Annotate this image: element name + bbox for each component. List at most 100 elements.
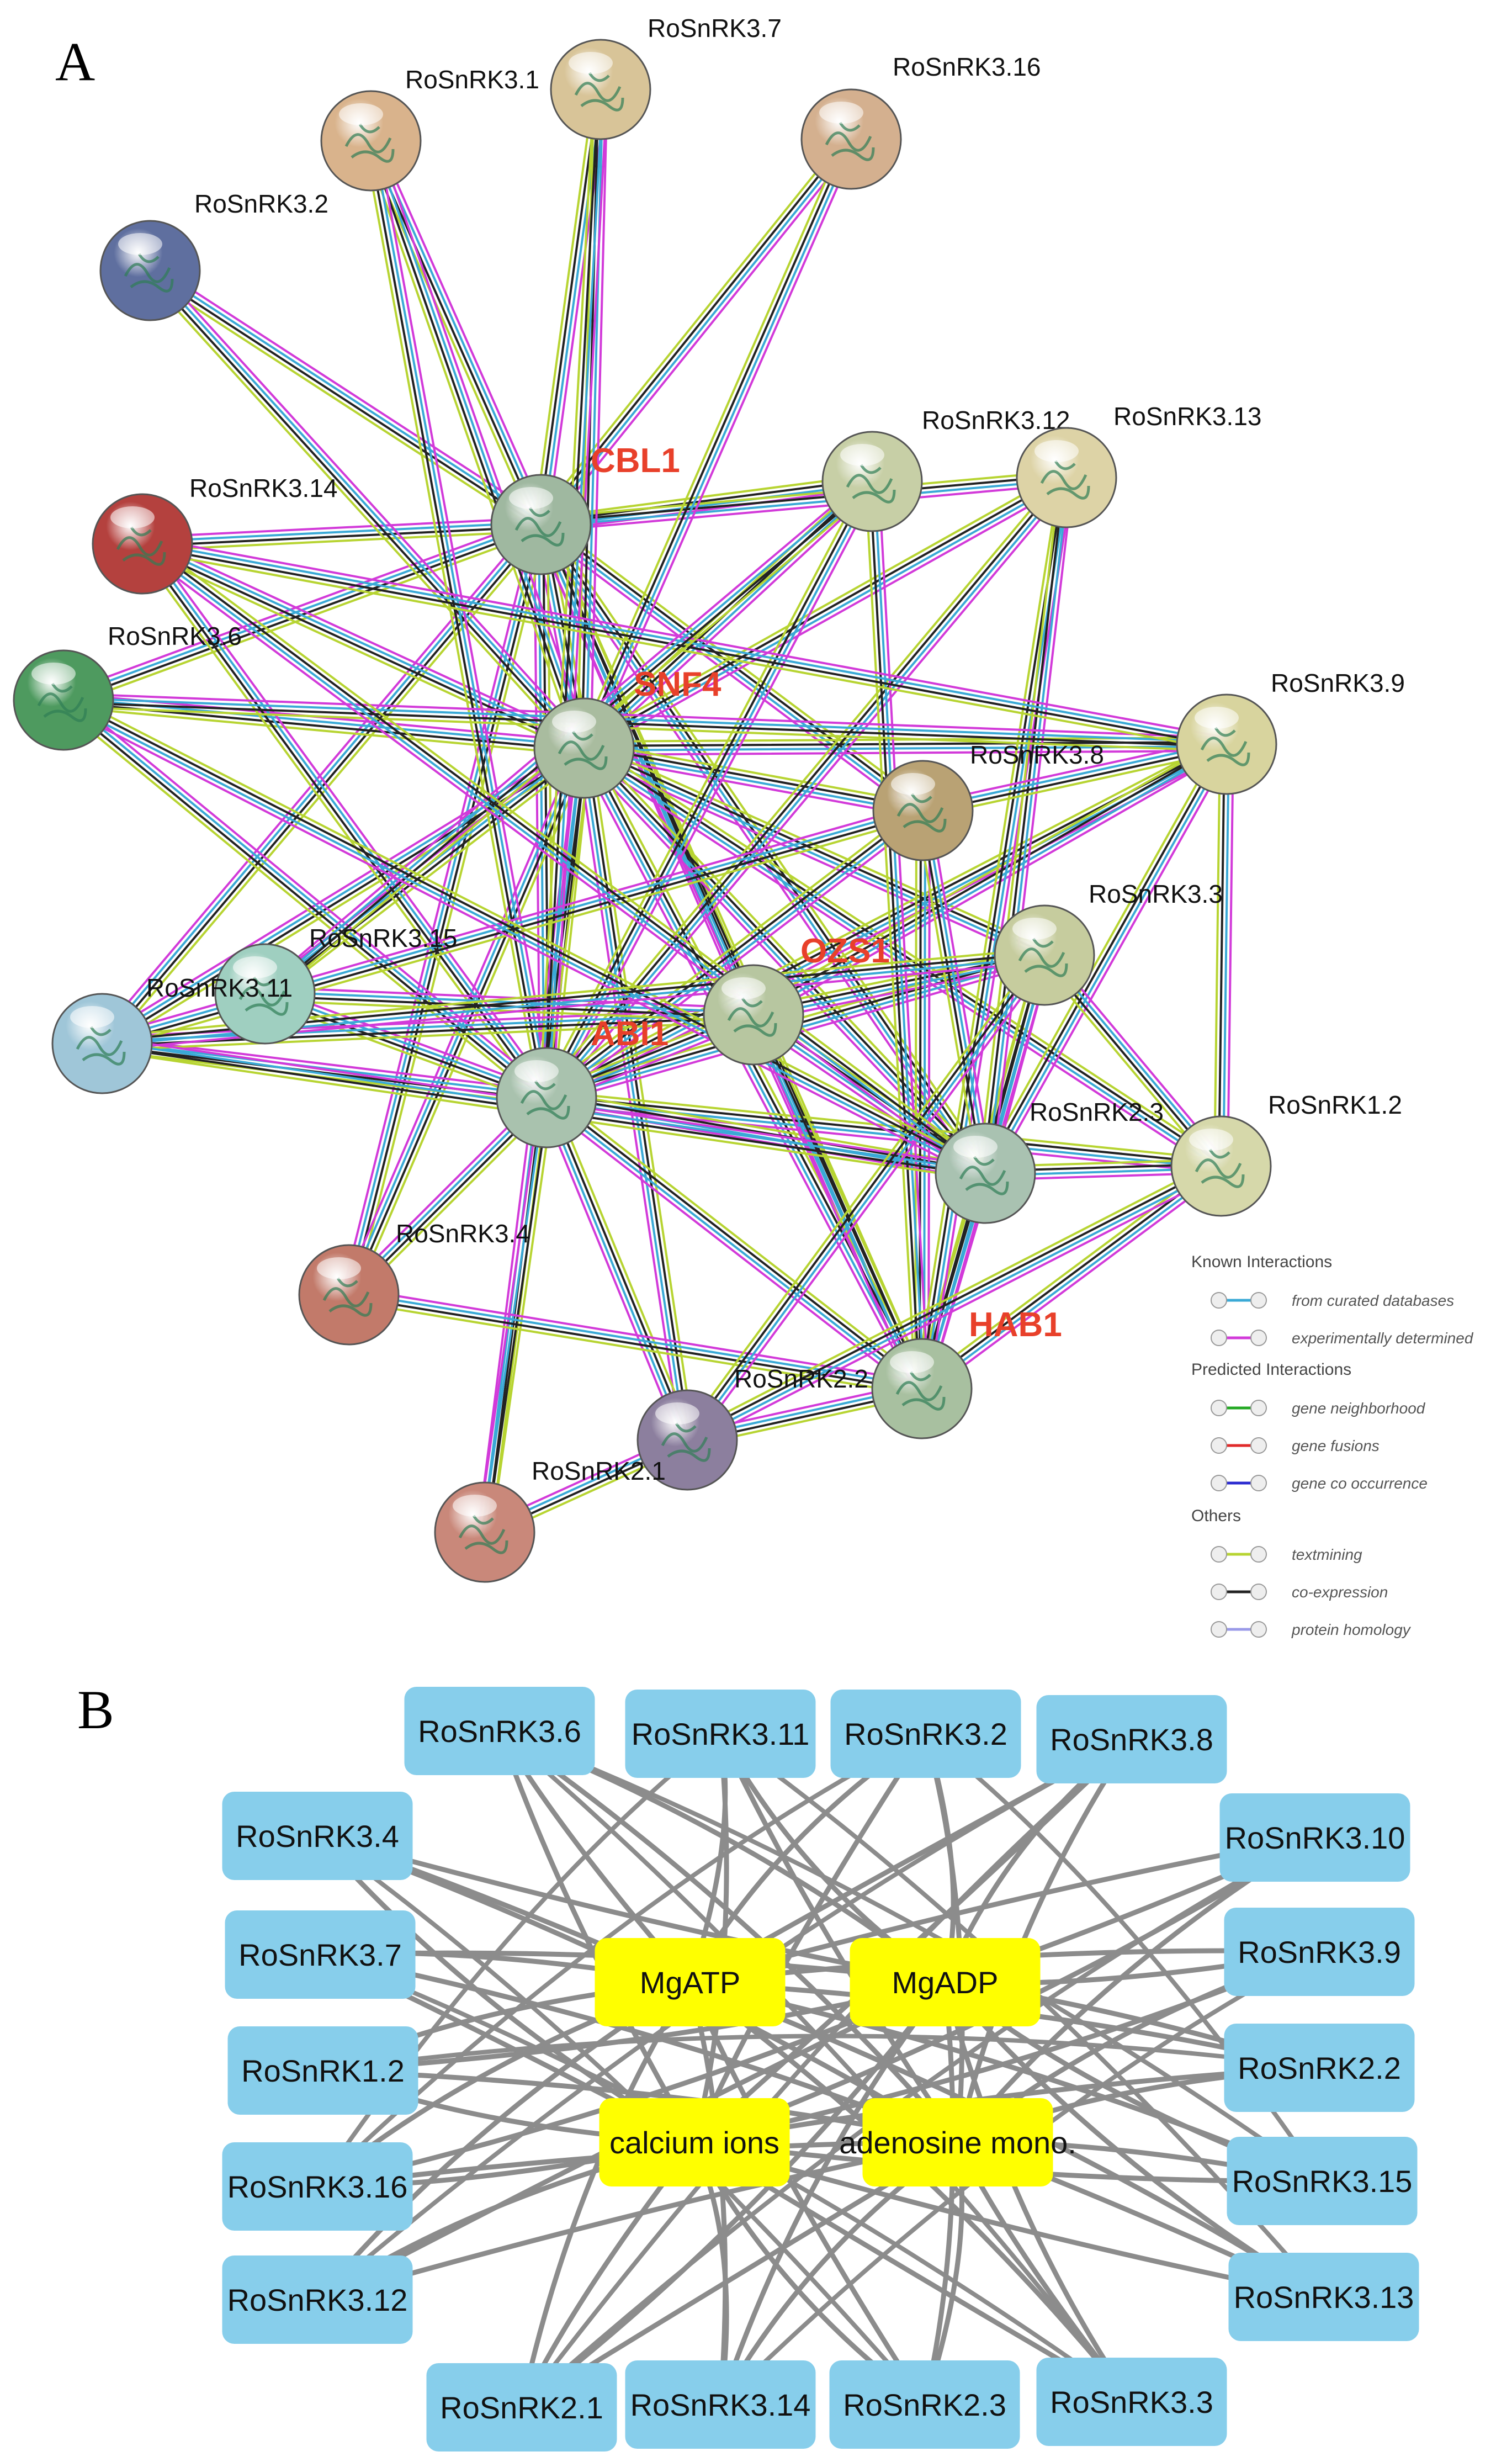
snrk-box-rosnrk3-8[interactable]: RoSnRK3.8 bbox=[1036, 1695, 1227, 1783]
snrk-box-rosnrk2-2[interactable]: RoSnRK2.2 bbox=[1224, 2024, 1415, 2112]
protein-label-rosnrk1-2: RoSnRK1.2 bbox=[1268, 1090, 1402, 1119]
edge-cbl1-rosnrk3-8 bbox=[535, 518, 929, 817]
snrk-box-rosnrk3-15[interactable]: RoSnRK3.15 bbox=[1227, 2137, 1418, 2225]
edge-strand bbox=[584, 481, 875, 751]
protein-structure-icon bbox=[558, 730, 608, 770]
edge-strand bbox=[547, 1094, 925, 1388]
node-label: RoSnRK3.12 bbox=[227, 2283, 408, 2317]
protein-node-rosnrk3-12[interactable]: RoSnRK3.12 bbox=[821, 406, 1070, 532]
protein-label-rosnrk3-1: RoSnRK3.1 bbox=[405, 65, 539, 94]
snrk-box-rosnrk3-12[interactable]: RoSnRK3.12 bbox=[222, 2255, 413, 2344]
edge-snf4-rosnrk3-2 bbox=[144, 264, 590, 754]
snrk-box-rosnrk3-7[interactable]: RoSnRK3.7 bbox=[225, 1910, 416, 1999]
legend-label: textmining bbox=[1292, 1546, 1362, 1563]
edge-strand bbox=[990, 477, 1074, 1176]
protein-structure-icon bbox=[1040, 460, 1090, 500]
protein-node-rosnrk3-7[interactable]: RoSnRK3.7 bbox=[550, 14, 782, 140]
bubble-highlight bbox=[509, 487, 553, 509]
edge-strand bbox=[376, 137, 592, 748]
legend-item-gene-neighborhood: gene neighborhood bbox=[1211, 1400, 1426, 1417]
protein-node-cbl1[interactable]: CBL1 bbox=[490, 442, 680, 575]
edge-strand bbox=[363, 141, 542, 1100]
edge-strand bbox=[101, 1020, 755, 1051]
protein-label-rosnrk3-9: RoSnRK3.9 bbox=[1271, 669, 1405, 697]
protein-node-rosnrk1-2[interactable]: RoSnRK1.2 bbox=[1170, 1090, 1402, 1217]
bubble-highlight bbox=[453, 1495, 497, 1517]
protein-structure-icon bbox=[661, 1422, 711, 1462]
edge-strand bbox=[684, 952, 1044, 1440]
edge-strand bbox=[61, 705, 585, 756]
edge-strand bbox=[141, 525, 543, 547]
protein-node-rosnrk3-2[interactable]: RoSnRK3.2 bbox=[99, 189, 328, 321]
protein-node-rosnrk3-6[interactable]: RoSnRK3.6 bbox=[13, 622, 242, 751]
edge-strand bbox=[544, 518, 929, 807]
protein-node-snf4[interactable]: SNF4 bbox=[533, 665, 721, 799]
snrk-box-rosnrk3-3[interactable]: RoSnRK3.3 bbox=[1036, 2358, 1227, 2446]
edge-strand bbox=[539, 88, 596, 1099]
compound-box-calcium-ions[interactable]: calcium ions bbox=[599, 2098, 790, 2186]
snrk-box-rosnrk3-10[interactable]: RoSnRK3.10 bbox=[1219, 1793, 1410, 1882]
node-box bbox=[1228, 2253, 1419, 2341]
protein-node-rosnrk3-1[interactable]: RoSnRK3.1 bbox=[320, 65, 539, 192]
compound-box-adenosine-mono[interactable]: adenosine mono. bbox=[839, 2098, 1076, 2186]
protein-node-rosnrk3-4[interactable]: RoSnRK3.4 bbox=[298, 1219, 530, 1346]
protein-structure-icon bbox=[344, 123, 395, 163]
protein-node-abi1[interactable]: ABI1 bbox=[496, 1015, 669, 1148]
protein-node-rosnrk3-9[interactable]: RoSnRK3.9 bbox=[1176, 669, 1405, 795]
legend-ball-icon bbox=[1250, 1546, 1267, 1563]
edge-strand bbox=[65, 530, 545, 708]
edge-strand bbox=[364, 142, 537, 528]
edge-strand bbox=[1222, 743, 1230, 1168]
edge-strand bbox=[582, 749, 1045, 959]
edge-strand bbox=[1213, 743, 1222, 1167]
protein-node-rosnrk3-3[interactable]: RoSnRK3.3 bbox=[994, 880, 1223, 1006]
compound-edge bbox=[942, 1981, 1134, 2403]
edge-strand bbox=[691, 958, 1051, 1446]
protein-structure-icon bbox=[124, 253, 174, 293]
node-label: RoSnRK3.11 bbox=[632, 1717, 810, 1751]
snrk-box-rosnrk1-2[interactable]: RoSnRK1.2 bbox=[227, 2026, 418, 2115]
snrk-box-rosnrk3-6[interactable]: RoSnRK3.6 bbox=[404, 1687, 595, 1775]
snrk-box-rosnrk3-16[interactable]: RoSnRK3.16 bbox=[222, 2142, 413, 2231]
edge-strand bbox=[538, 136, 851, 525]
edge-strand bbox=[145, 275, 539, 532]
protein-label-rosnrk3-14: RoSnRK3.14 bbox=[189, 474, 338, 502]
protein-node-rosnrk2-1[interactable]: RoSnRK2.1 bbox=[434, 1457, 666, 1583]
snrk-box-rosnrk3-13[interactable]: RoSnRK3.13 bbox=[1228, 2253, 1419, 2341]
edge-strand bbox=[150, 268, 587, 748]
edge-strand bbox=[683, 1159, 1219, 1436]
snrk-box-rosnrk2-3[interactable]: RoSnRK2.3 bbox=[829, 2360, 1020, 2449]
legend-known-heading: Known Interactions bbox=[1191, 1253, 1332, 1271]
snrk-box-rosnrk3-11[interactable]: RoSnRK3.11 bbox=[625, 1690, 816, 1778]
protein-node-rosnrk3-15[interactable]: RoSnRK3.15 bbox=[214, 924, 458, 1045]
protein-node-rosnrk2-2[interactable]: RoSnRK2.2 bbox=[636, 1364, 868, 1491]
protein-node-ozs1[interactable]: OZS1 bbox=[703, 932, 890, 1066]
bubble-highlight bbox=[31, 663, 76, 685]
compound-box-mgadp[interactable]: MgADP bbox=[850, 1938, 1041, 2026]
edge-strand bbox=[144, 274, 581, 754]
edge-strand bbox=[539, 477, 868, 1096]
protein-node-rosnrk3-13[interactable]: RoSnRK3.13 bbox=[1016, 402, 1262, 528]
snrk-box-rosnrk3-2[interactable]: RoSnRK3.2 bbox=[830, 1690, 1021, 1778]
snrk-box-rosnrk3-14[interactable]: RoSnRK3.14 bbox=[625, 2360, 816, 2449]
snrk-box-rosnrk2-1[interactable]: RoSnRK2.1 bbox=[426, 2363, 617, 2452]
legend-label: experimentally determined bbox=[1292, 1330, 1474, 1347]
edge-strand bbox=[354, 525, 549, 1298]
edge-strand bbox=[145, 537, 991, 1169]
protein-node-rosnrk3-8[interactable]: RoSnRK3.8 bbox=[872, 740, 1104, 861]
node-label: adenosine mono. bbox=[839, 2125, 1076, 2160]
protein-node-rosnrk3-11[interactable]: RoSnRK3.11 bbox=[51, 973, 293, 1094]
protein-node-rosnrk3-14[interactable]: RoSnRK3.14 bbox=[92, 474, 338, 595]
edge-strand bbox=[540, 478, 1068, 528]
compound-box-mgatp[interactable]: MgATP bbox=[595, 1938, 786, 2026]
snrk-box-rosnrk3-9[interactable]: RoSnRK3.9 bbox=[1224, 1908, 1415, 1996]
protein-node-rosnrk3-16[interactable]: RoSnRK3.16 bbox=[800, 52, 1041, 190]
edge-strand bbox=[60, 517, 540, 695]
edge-rosnrk3-9-rosnrk3-6 bbox=[62, 692, 1228, 752]
legend-ball-icon bbox=[1211, 1292, 1227, 1309]
node-label: RoSnRK1.2 bbox=[241, 2053, 405, 2088]
protein-node-rosnrk2-3[interactable]: RoSnRK2.3 bbox=[935, 1098, 1164, 1224]
protein-node-hab1[interactable]: HAB1 bbox=[871, 1306, 1062, 1439]
snrk-box-rosnrk3-4[interactable]: RoSnRK3.4 bbox=[222, 1792, 413, 1880]
node-label: RoSnRK3.2 bbox=[844, 1717, 1007, 1751]
